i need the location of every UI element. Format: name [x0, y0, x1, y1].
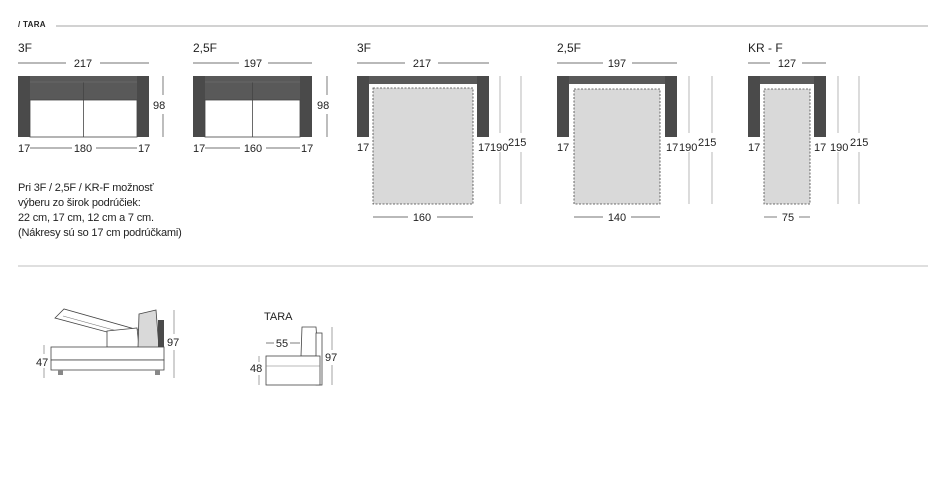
arm-left-label: 17: [357, 142, 369, 154]
model-label: 2,5F: [557, 41, 581, 55]
bed-length-label: 190: [830, 142, 848, 154]
bed-length-label: 190: [490, 142, 508, 154]
model-label: 3F: [357, 41, 371, 55]
arm-right-label: 17: [138, 143, 150, 155]
side-view-open: 47 97: [36, 308, 179, 378]
model-label: 2,5F: [193, 41, 217, 55]
model-label: 3F: [18, 41, 32, 55]
arm-right-label: 17: [478, 142, 490, 154]
width-label: 127: [778, 58, 796, 70]
width-label: 217: [74, 58, 92, 70]
total-length-label: 215: [698, 137, 716, 149]
seat-height-label: 47: [36, 357, 48, 369]
bed-25f-top-view: 2,5F 197 17 17 190 215 140: [557, 41, 716, 224]
bed-krf-top-view: KR - F 127 17 17 190 215 75: [748, 41, 868, 224]
arm-right-label: 17: [301, 143, 313, 155]
height-label: 97: [325, 352, 337, 364]
seat-depth-label: 55: [276, 338, 288, 350]
depth-label: 98: [317, 100, 329, 112]
mattress-width-label: 160: [413, 212, 431, 224]
side-view-title: TARA: [264, 311, 293, 323]
arm-left-label: 17: [18, 143, 30, 155]
width-label: 197: [244, 58, 262, 70]
seat-width-label: 160: [244, 143, 262, 155]
width-label: 197: [608, 58, 626, 70]
armrest-note: Pri 3F / 2,5F / KR-F možnosť výberu zo š…: [18, 182, 182, 239]
arm-left-label: 17: [748, 142, 760, 154]
bed-length-label: 190: [679, 142, 697, 154]
width-label: 217: [413, 58, 431, 70]
arm-right-label: 17: [666, 142, 678, 154]
bed-3f-top-view: 3F 217 17 17 190 215 160: [357, 41, 526, 224]
seat-height-label: 48: [250, 363, 262, 375]
arm-left-label: 17: [193, 143, 205, 155]
sofa-3f-top-view: 3F 217 98 17 180 17: [18, 41, 165, 155]
total-length-label: 215: [850, 137, 868, 149]
total-length-label: 215: [508, 137, 526, 149]
arm-left-label: 17: [557, 142, 569, 154]
mattress-width-label: 140: [608, 212, 626, 224]
model-label: KR - F: [748, 41, 783, 55]
depth-label: 98: [153, 100, 165, 112]
seat-width-label: 180: [74, 143, 92, 155]
height-label: 97: [167, 337, 179, 349]
series-header: / TARA: [18, 20, 46, 29]
mattress-width-label: 75: [782, 212, 794, 224]
arm-right-label: 17: [814, 142, 826, 154]
sofa-25f-top-view: 2,5F 197 98 17 160 17: [193, 41, 329, 155]
side-view-closed: TARA 55 48 97: [250, 311, 337, 386]
